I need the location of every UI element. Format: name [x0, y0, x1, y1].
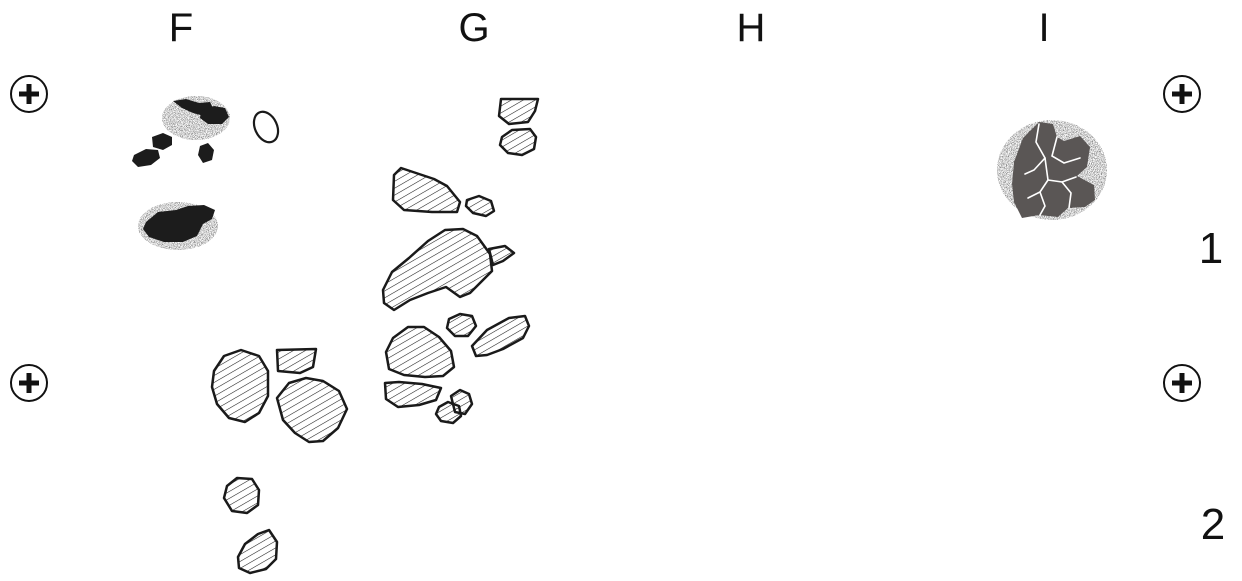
- hatched-stone: [391, 166, 462, 214]
- hatched-stone: [445, 312, 478, 338]
- hatched-stone: [384, 325, 456, 379]
- column-f-hatched-stones: [210, 347, 349, 575]
- dark-stone: [152, 133, 172, 150]
- hatched-stone: [381, 227, 494, 312]
- outlined-stone: [252, 110, 280, 144]
- dark-stone: [198, 143, 214, 163]
- hatched-stone: [236, 528, 279, 575]
- column-label-h: H: [736, 6, 766, 50]
- registration-cross-icon: [1163, 75, 1201, 113]
- hatched-stone: [210, 348, 270, 424]
- row-label-1: 1: [1198, 224, 1224, 273]
- gray-stone-cracks: [1024, 123, 1081, 216]
- hatched-stone: [383, 380, 443, 409]
- hatched-stone: [464, 194, 496, 218]
- column-f-dark-stones: [132, 96, 280, 250]
- dark-stone: [143, 205, 215, 242]
- column-label-g: G: [458, 6, 490, 50]
- hatched-stone: [498, 127, 538, 157]
- hatched-stone: [275, 376, 349, 444]
- hatched-stone: [434, 400, 463, 425]
- registration-cross-icon: [10, 75, 48, 113]
- column-label-f: F: [168, 6, 194, 50]
- column-label-i: I: [1038, 6, 1050, 50]
- row-label-2: 2: [1200, 500, 1226, 549]
- registration-cross-icon: [10, 364, 48, 402]
- dark-stone: [132, 149, 160, 167]
- hatched-stone: [470, 314, 531, 358]
- gray-stone: [1012, 122, 1095, 218]
- hatched-stone: [487, 244, 516, 267]
- dark-stone: [200, 106, 229, 124]
- hatched-stone: [222, 476, 261, 515]
- column-g-hatched-stones: [381, 97, 540, 425]
- column-i-gray-cluster: [997, 120, 1107, 220]
- hatched-stone: [497, 97, 540, 126]
- hatched-stone: [275, 347, 318, 375]
- registration-cross-icon: [1163, 364, 1201, 402]
